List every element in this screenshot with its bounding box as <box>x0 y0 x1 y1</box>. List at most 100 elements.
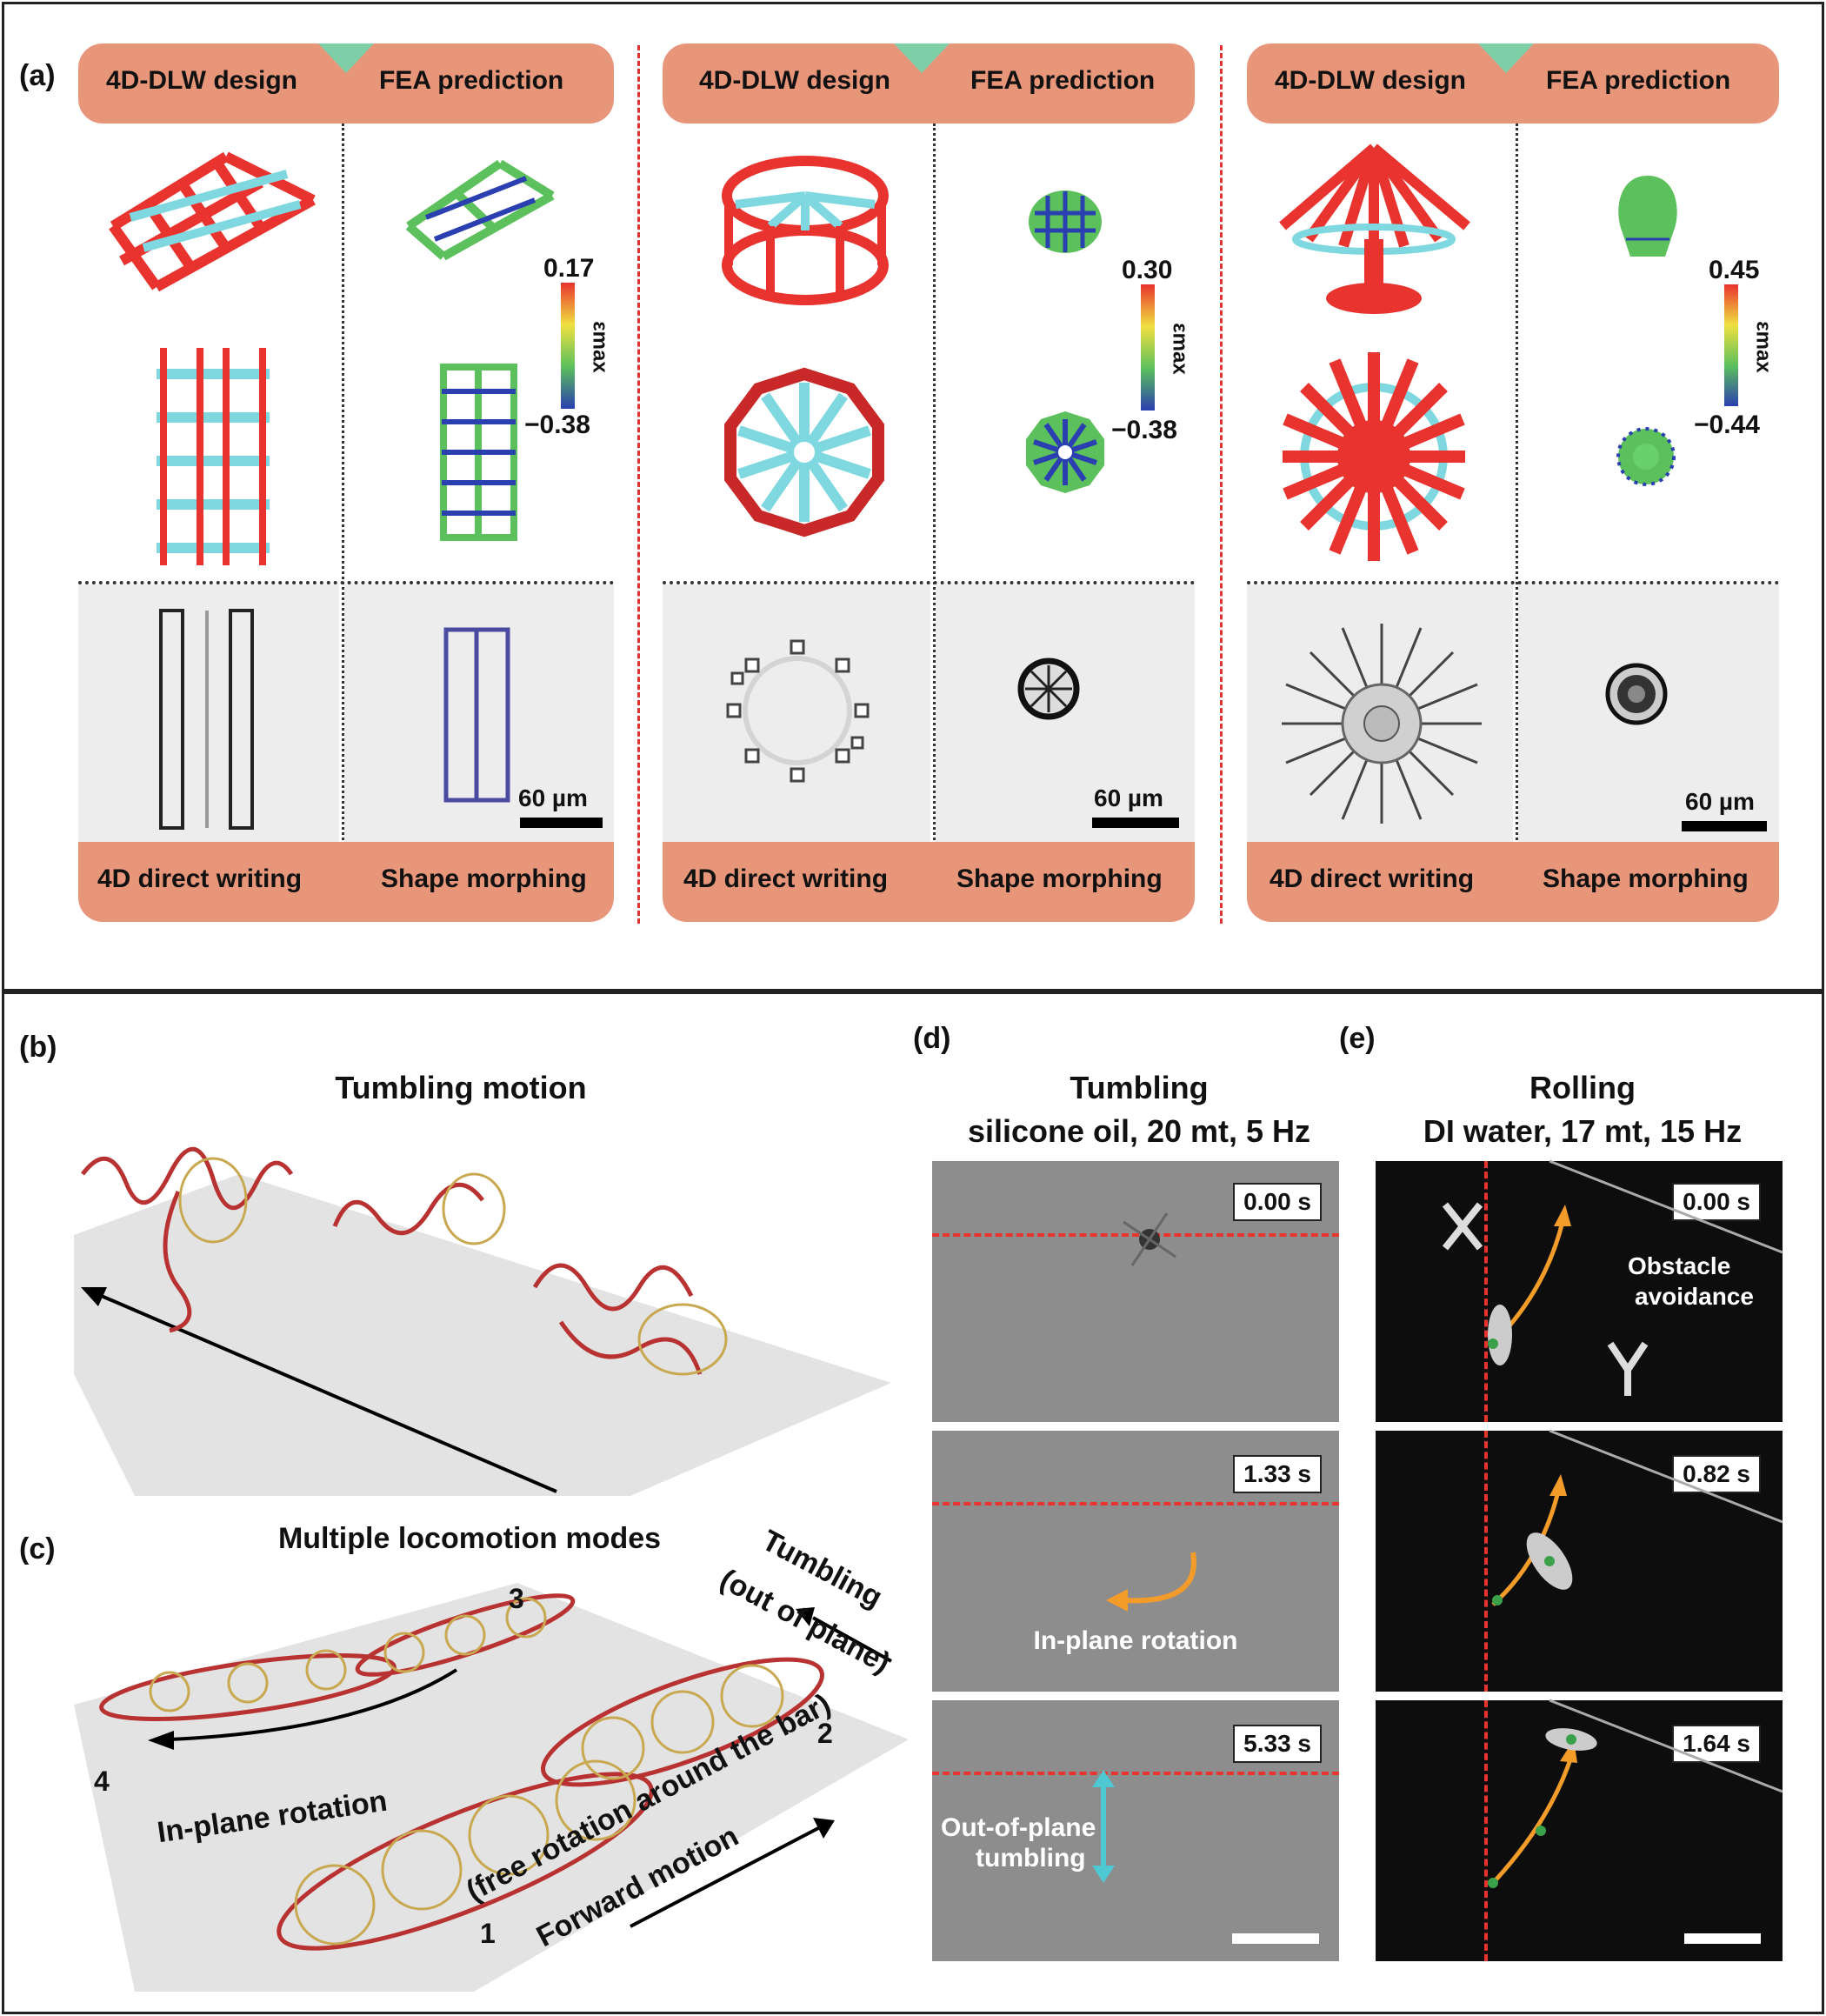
fea-label: FEA prediction <box>970 66 1156 95</box>
morphed-structure <box>1605 663 1668 725</box>
scale-bar <box>1092 818 1179 828</box>
arrow-head <box>81 1287 107 1306</box>
colorbar <box>1141 284 1155 411</box>
writing-label: 4D direct writing <box>97 864 303 893</box>
scale-label: 60 µm <box>1094 784 1163 811</box>
reference-line <box>932 1772 1339 1775</box>
column-separator <box>637 45 640 924</box>
micrograph-writing <box>663 584 930 845</box>
frame-d-2: 1.33 s In-plane rotation <box>932 1431 1339 1692</box>
writing-label: 4D direct writing <box>1270 864 1475 893</box>
top-banner: 4D-DLW design FEA prediction <box>1247 43 1779 123</box>
surface-plane <box>74 1583 909 1992</box>
panel-a-frame <box>2 2 1824 991</box>
scale-bar <box>1682 821 1767 831</box>
sphere-design-top <box>724 367 884 537</box>
micrograph-morphing: 60 µm <box>1518 584 1779 845</box>
rotation-arrow <box>1106 1552 1196 1612</box>
time-stamp: 1.64 s <box>1672 1725 1761 1763</box>
divider <box>663 581 1195 584</box>
panel-e-subtitle: DI water, 17 mt, 15 Hz <box>1423 1113 1743 1149</box>
colorbar-symbol: εmax <box>1168 323 1192 375</box>
trajectory <box>1442 1159 1783 1396</box>
design-label: 4D-DLW design <box>1275 66 1467 95</box>
written-structure <box>726 639 870 783</box>
trajectory <box>1488 1699 1783 1888</box>
morph-label: Shape morphing <box>381 864 587 893</box>
frame-e-1: 0.00 s Obstacle avoidance <box>1376 1159 1783 1422</box>
bottom-banner: 4D direct writing Shape morphing <box>78 842 614 922</box>
cone-design-3d <box>1279 144 1470 314</box>
colorbar-min: −0.38 <box>524 411 590 439</box>
colorbar-symbol: εmax <box>588 321 612 373</box>
panel-b-label: (b) <box>19 1031 57 1064</box>
cone-fea-3d <box>1618 176 1677 257</box>
micrograph-morphing: 60 µm <box>344 584 614 845</box>
frame-e-3: 1.64 s <box>1376 1699 1783 1961</box>
bottom-banner: 4D direct writing Shape morphing <box>1247 842 1779 922</box>
colorbar-max: 0.30 <box>1122 256 1173 284</box>
panel-a-label: (a) <box>19 59 56 92</box>
divider <box>1516 123 1518 845</box>
scale-label: 60 µm <box>1685 788 1755 815</box>
reference-line <box>1484 1431 1488 1692</box>
scale-bar <box>520 818 603 828</box>
colorbar <box>561 283 575 409</box>
mode-number-1: 1 <box>480 1918 496 1949</box>
morphed-structure <box>1017 658 1080 720</box>
banner-triangle <box>894 43 950 73</box>
panel-b-title: Tumbling motion <box>335 1070 587 1105</box>
cylinder-fea-top <box>440 364 517 541</box>
reference-line <box>1484 1161 1488 1422</box>
divider <box>1247 581 1779 584</box>
obstacle-label: Obstacle <box>1628 1252 1731 1279</box>
panel-bcde-frame <box>2 991 1824 2014</box>
panel-d-subtitle: silicone oil, 20 mt, 5 Hz <box>967 1113 1311 1149</box>
cylinder-design-top <box>157 348 270 565</box>
micrograph-writing <box>1247 584 1513 845</box>
panel-d-label: (d) <box>913 1022 951 1055</box>
obstacle-sub-label: avoidance <box>1635 1283 1754 1310</box>
colorbar-max: 0.45 <box>1709 256 1760 284</box>
divider <box>78 581 614 584</box>
tumbling-arrow <box>1092 1770 1115 1883</box>
bottom-banner: 4D direct writing Shape morphing <box>663 842 1195 922</box>
divider <box>342 123 344 845</box>
design-label: 4D-DLW design <box>106 66 298 95</box>
trajectory <box>1491 1429 1783 1606</box>
direction-arrow <box>90 1290 557 1493</box>
micrograph-writing <box>78 584 339 845</box>
reference-line <box>932 1502 1339 1505</box>
frame-d-1: 0.00 s <box>932 1161 1339 1422</box>
locomotion-illustration <box>74 1583 909 1992</box>
scale-bar <box>1684 1933 1761 1944</box>
inplane-rotation-label: In-plane rotation <box>1033 1626 1238 1655</box>
cone-fea-top <box>1616 427 1676 486</box>
panel-e-title: Rolling <box>1529 1070 1636 1105</box>
out-of-plane-sub-label: tumbling <box>976 1844 1086 1872</box>
cylinder-fea-3d <box>405 159 555 261</box>
panel-c-title: Multiple locomotion modes <box>277 1522 662 1555</box>
writing-label: 4D direct writing <box>683 864 889 893</box>
colorbar-min: −0.44 <box>1694 411 1760 439</box>
panel-d-title: Tumbling <box>1070 1070 1209 1105</box>
design-label: 4D-DLW design <box>699 66 891 95</box>
colorbar-symbol: εmax <box>1751 321 1776 373</box>
fea-label: FEA prediction <box>379 66 564 95</box>
divider <box>933 123 936 845</box>
surface-plane <box>74 1174 891 1496</box>
sphere-design-3d <box>722 156 889 305</box>
panel-c-label: (c) <box>19 1532 56 1565</box>
scale-bar <box>1232 1933 1319 1944</box>
time-stamp: 1.33 s <box>1233 1455 1322 1493</box>
fea-label: FEA prediction <box>1546 66 1731 95</box>
mode-number-3: 3 <box>509 1583 524 1614</box>
morph-label: Shape morphing <box>1543 864 1749 893</box>
scale-label: 60 µm <box>518 784 588 811</box>
banner-triangle <box>318 43 374 73</box>
time-stamp: 5.33 s <box>1233 1725 1322 1763</box>
time-stamp: 0.00 s <box>1233 1183 1322 1221</box>
mode-number-2: 2 <box>817 1718 833 1749</box>
top-banner: 4D-DLW design FEA prediction <box>663 43 1195 123</box>
written-structure <box>159 609 254 830</box>
